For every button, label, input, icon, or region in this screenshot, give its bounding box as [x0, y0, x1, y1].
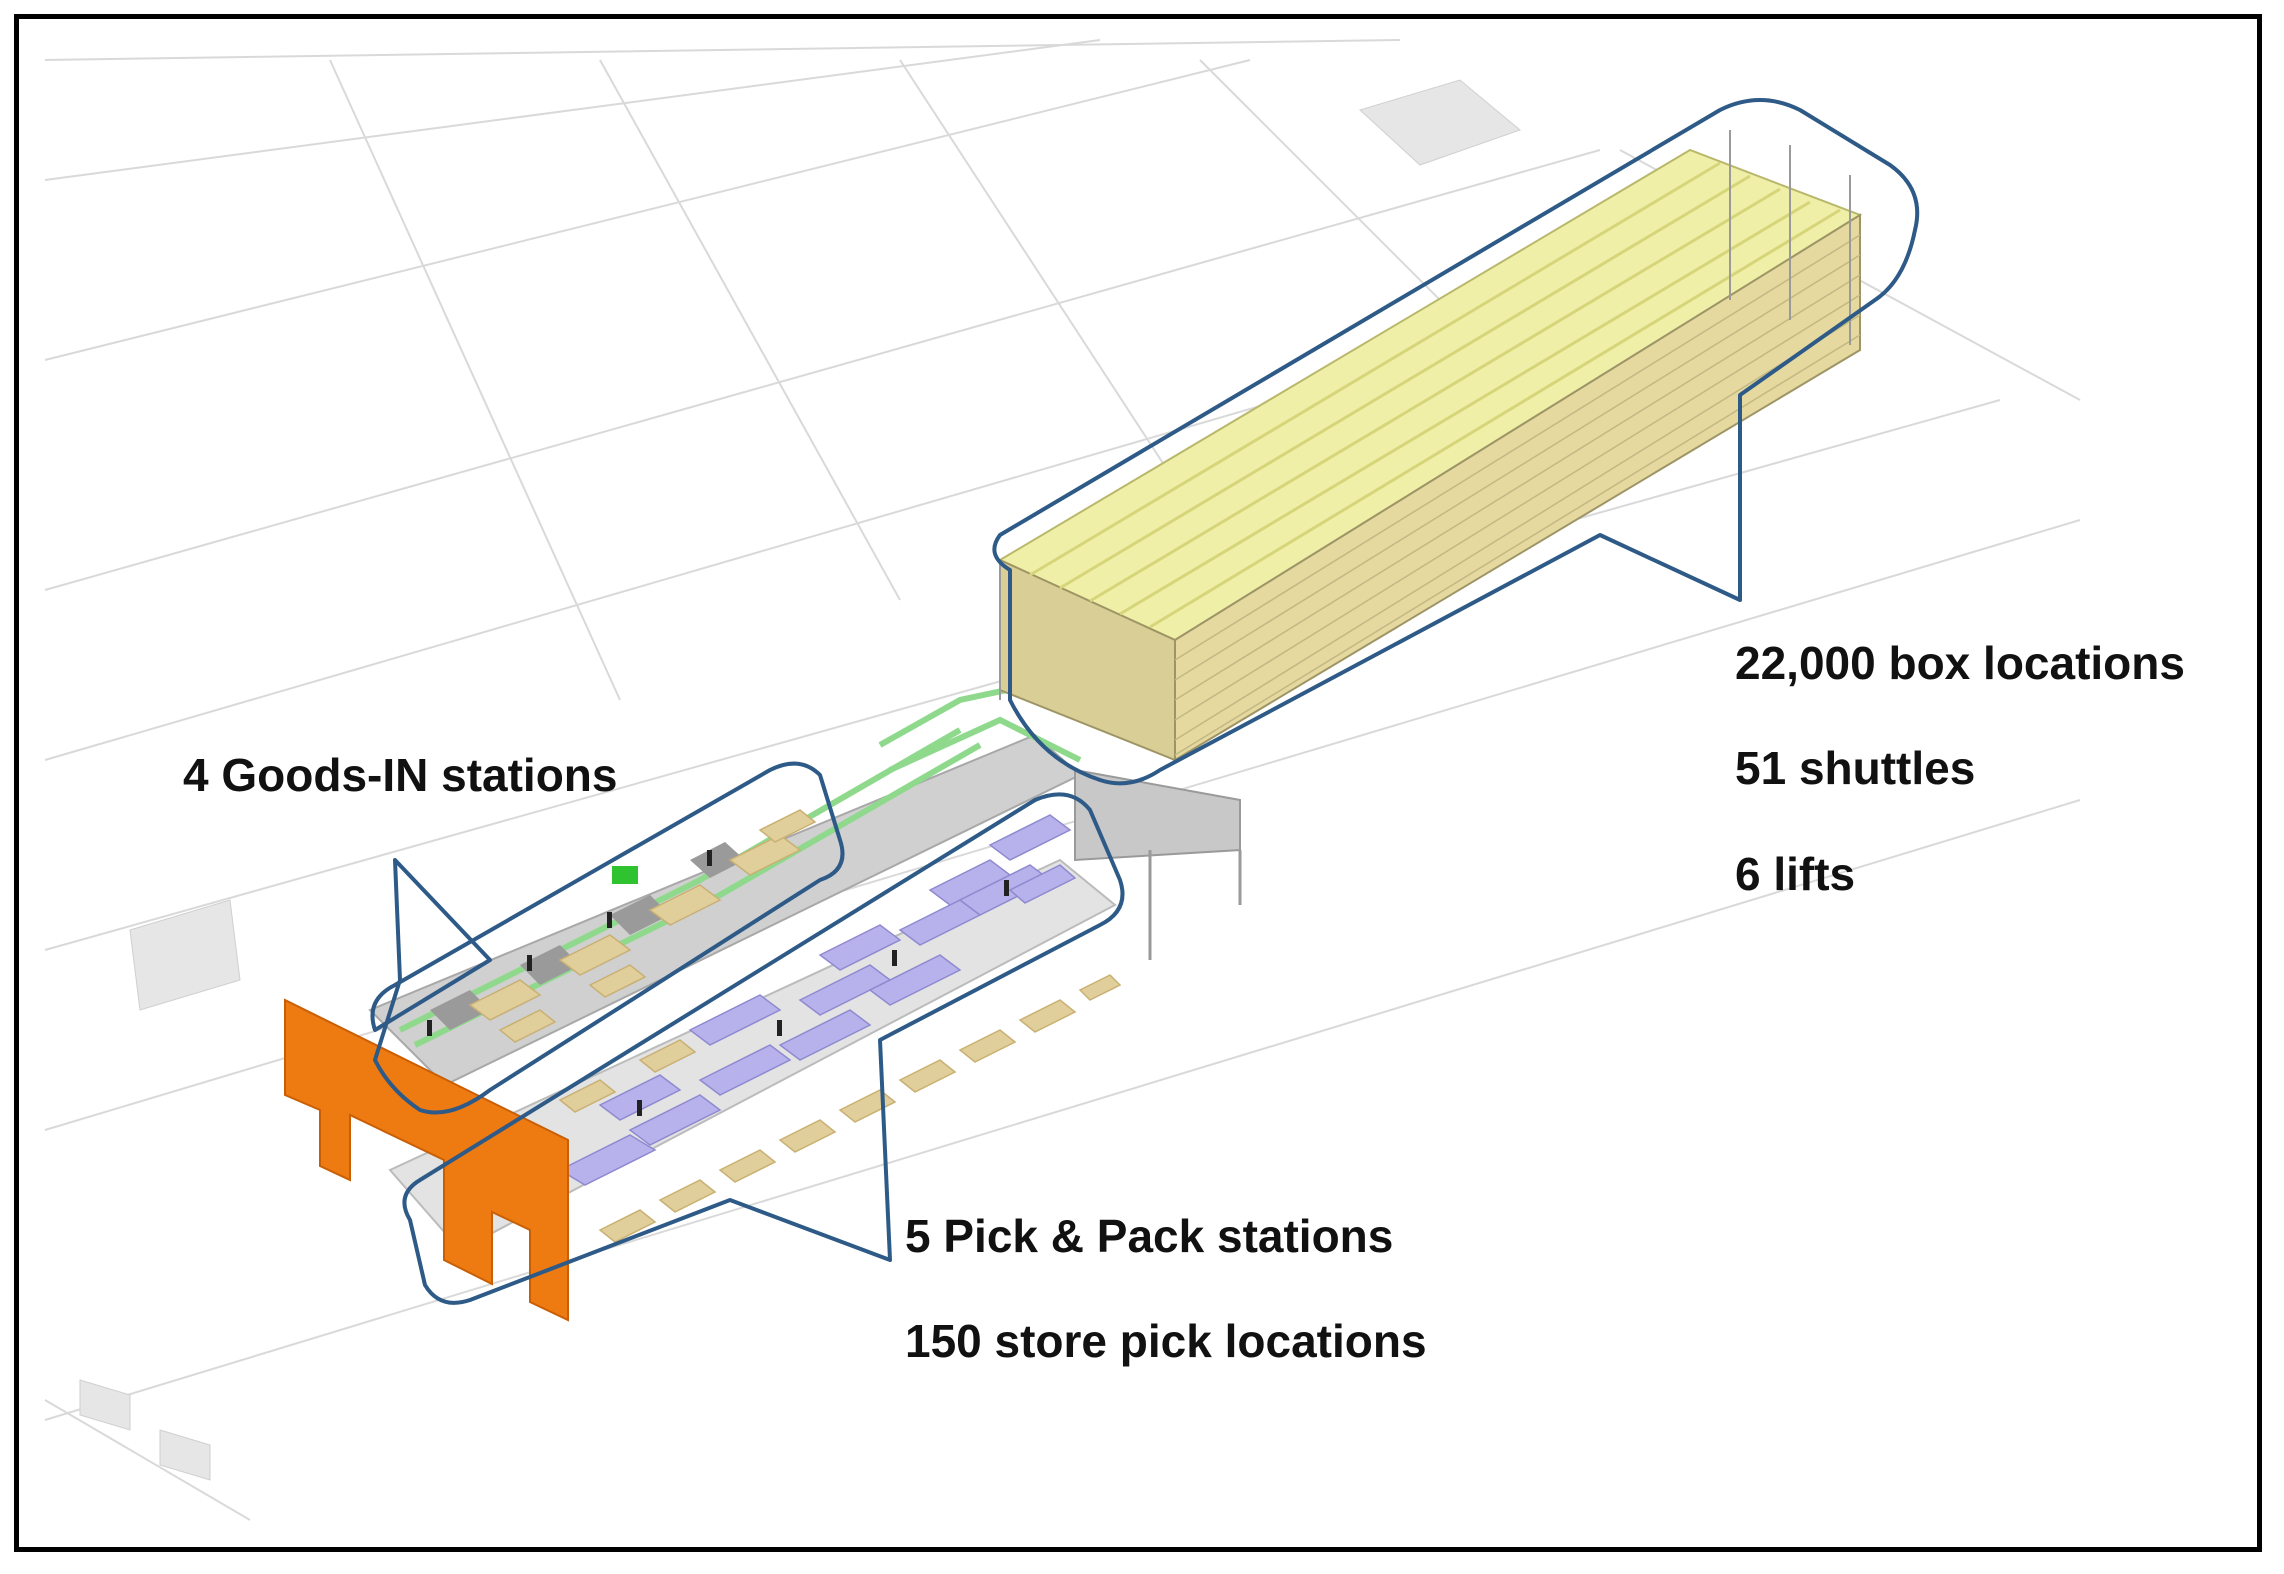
orange-wall	[284, 998, 569, 1322]
goods-in-callout-outline	[370, 761, 845, 1115]
background-building-details	[79, 79, 1521, 1481]
storage-shuttles-label: 51 shuttles	[1735, 742, 1976, 794]
goods-in-pallets	[468, 809, 817, 1043]
goods-in-stations	[430, 842, 745, 1030]
storage-lifts-label: 6 lifts	[1735, 848, 1856, 900]
goods-in-label: 4 Goods-IN stations	[183, 749, 618, 801]
operator-figures	[427, 850, 1009, 1116]
storage-callout-outline	[992, 98, 1920, 786]
pick-pack-callout-outline	[402, 792, 1125, 1305]
conveyor-junction	[612, 866, 638, 884]
callout-outlines	[370, 98, 1920, 1305]
storage-box-locations-label: 22,000 box locations	[1735, 637, 2185, 689]
storage-rack-block	[997, 130, 1863, 762]
pick-pack-stations-label: 5 Pick & Pack stations	[905, 1210, 1394, 1262]
store-pick-locations	[558, 974, 1122, 1243]
store-pick-locations-label: 150 store pick locations	[905, 1315, 1427, 1367]
